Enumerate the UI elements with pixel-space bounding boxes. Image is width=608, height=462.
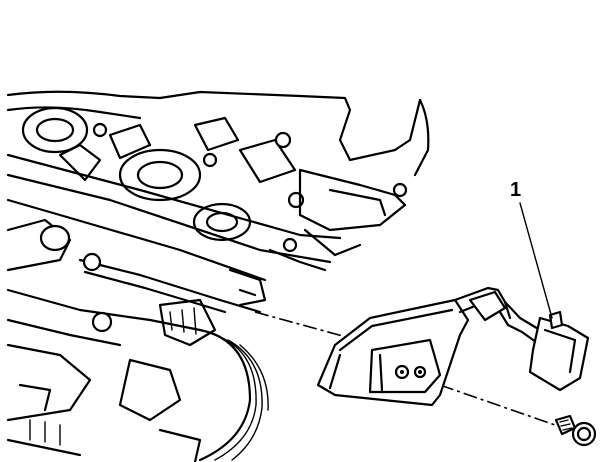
bolt-centerline <box>439 384 556 426</box>
callout-1: 1 <box>510 179 553 319</box>
bolt <box>554 414 597 447</box>
callout-1-label: 1 <box>510 179 521 201</box>
callout-1-leader <box>519 202 553 319</box>
bracket <box>316 286 590 407</box>
engine-assembly <box>6 90 430 462</box>
alignment-centerline <box>254 311 351 339</box>
